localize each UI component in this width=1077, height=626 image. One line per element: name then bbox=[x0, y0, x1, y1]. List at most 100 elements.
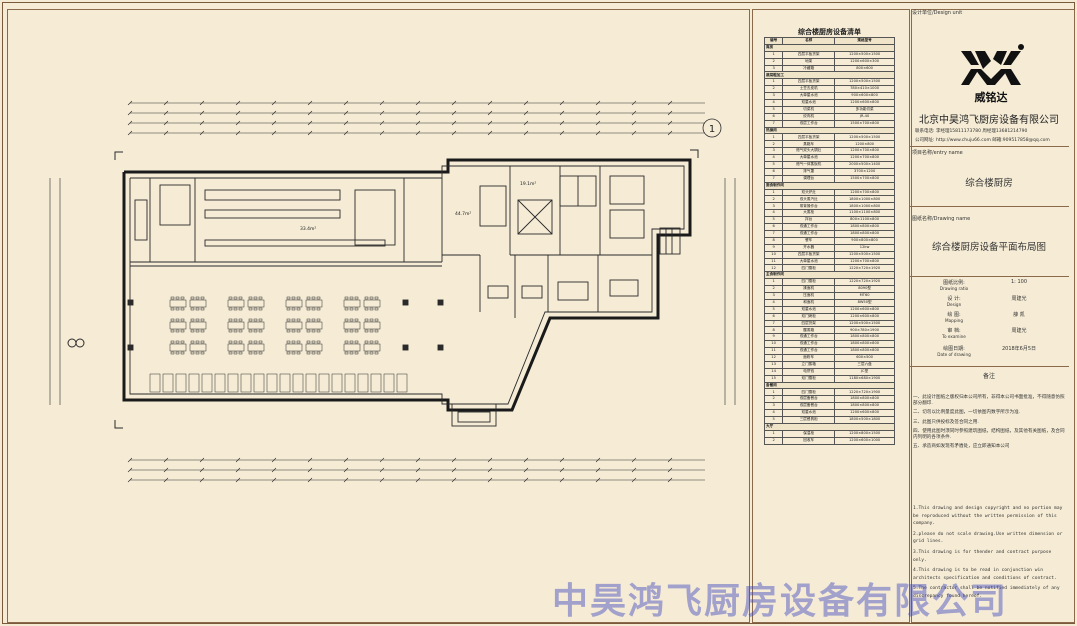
spec-cell: 1200×700×800 bbox=[834, 257, 895, 266]
column-header-number: 编号 bbox=[763, 37, 784, 45]
spec-cell: 1800×800×800 bbox=[834, 340, 895, 349]
dining-table bbox=[285, 299, 303, 308]
note-cn: 二、切勿以比例量度此图，一切依图内数字所示为准. bbox=[913, 410, 1021, 416]
drawing-date: 2018年6月5日 bbox=[1001, 346, 1037, 352]
drafter-name: 薛 凯 bbox=[1013, 312, 1025, 318]
name-cell: 立门蒸箱 bbox=[782, 360, 836, 369]
name-cell: 双层工作台 bbox=[782, 119, 836, 128]
number-cell: 2 bbox=[763, 285, 784, 293]
scale-value: 1: 100 bbox=[1011, 279, 1027, 285]
section-name: 蔬菜粗加工 bbox=[764, 71, 895, 80]
number-cell: 5 bbox=[763, 161, 784, 169]
project-name-label: 项目名称/entry name bbox=[912, 150, 963, 156]
name-cell: 四层平板货架 bbox=[782, 250, 836, 259]
name-cell: 双通工作台 bbox=[782, 347, 836, 355]
section-name: 大厅 bbox=[764, 422, 895, 431]
spec-cell: 1220×720×1900 bbox=[834, 388, 895, 397]
dining-booth bbox=[175, 373, 187, 393]
name-cell: 醒蒸箱 bbox=[782, 326, 836, 335]
dining-booth bbox=[266, 373, 278, 393]
number-cell: 8 bbox=[763, 236, 784, 245]
spec-cell: 1200×600×800 bbox=[834, 99, 895, 107]
number-cell: 14 bbox=[763, 367, 784, 376]
name-cell: 四层平板货架 bbox=[782, 133, 836, 142]
table-section-row: 备餐间 bbox=[764, 381, 895, 390]
number-cell: 4 bbox=[763, 99, 784, 107]
number-cell: 5 bbox=[763, 105, 784, 114]
dining-table bbox=[169, 321, 187, 330]
number-cell: 3 bbox=[763, 147, 784, 156]
name-cell: 冷藏箱 bbox=[782, 64, 836, 73]
spec-cell: 1200×500×1500 bbox=[834, 319, 895, 328]
spec-cell: 8W50型 bbox=[834, 298, 895, 307]
name-cell: 大单星水池 bbox=[782, 92, 836, 101]
name-cell: 双门雪柜 bbox=[782, 374, 836, 383]
spec-cell: 1200×500×1500 bbox=[834, 78, 895, 87]
number-cell: 1 bbox=[763, 278, 784, 287]
dining-table bbox=[343, 299, 361, 308]
name-cell: 大单星水池 bbox=[782, 154, 836, 163]
dining-table bbox=[363, 343, 381, 352]
number-cell: 15 bbox=[763, 374, 784, 383]
name-cell: 双通工作台 bbox=[782, 223, 836, 231]
dining-table bbox=[363, 321, 381, 330]
name-cell: 电饼铛 bbox=[782, 367, 836, 376]
number-cell: 10 bbox=[763, 340, 784, 349]
equipment-list-frame bbox=[752, 9, 910, 623]
spec-cell: 1800×1000×800 bbox=[834, 202, 895, 211]
spec-cell: JR-40 bbox=[834, 112, 895, 121]
spec-cell: 1200×700×800 bbox=[834, 147, 895, 156]
drawing-name-label: 图纸名称/Drawing name bbox=[912, 216, 971, 222]
name-cell: 双通工作台 bbox=[782, 333, 836, 342]
dining-booth bbox=[188, 373, 200, 393]
note-en: 5.The contractor shall be notified immed… bbox=[913, 586, 1060, 599]
number-cell: 7 bbox=[763, 319, 784, 328]
number-cell: 1 bbox=[763, 133, 784, 142]
number-cell: 11 bbox=[763, 347, 784, 355]
dining-table bbox=[285, 343, 303, 352]
spec-cell: 三层六盘 bbox=[834, 360, 895, 369]
dining-table bbox=[305, 299, 323, 308]
number-cell: 2 bbox=[763, 436, 784, 445]
dining-booth bbox=[214, 373, 226, 393]
name-cell: 双头炉灶 bbox=[782, 188, 836, 197]
number-cell: 1 bbox=[763, 78, 784, 87]
section-name: 热操间 bbox=[764, 126, 895, 135]
spec-cell: 1100×1100×800 bbox=[834, 209, 895, 218]
name-cell: 和面机 bbox=[782, 298, 836, 307]
spec-cell: 1220×720×1920 bbox=[834, 278, 895, 287]
company-logo: 威铭达 bbox=[961, 44, 1024, 104]
name-cell: 面粉车 bbox=[782, 353, 836, 362]
number-cell: 6 bbox=[763, 223, 784, 231]
spec-cell: 12kw bbox=[834, 243, 895, 252]
spec-cell: 多功能切菜 bbox=[834, 105, 895, 114]
spec-cell: 1220×720×1920 bbox=[834, 264, 895, 273]
name-cell: 四层货架 bbox=[782, 319, 836, 328]
number-cell: 6 bbox=[763, 112, 784, 121]
number-cell: 13 bbox=[763, 360, 784, 369]
spec-cell: 1800×800×800 bbox=[834, 402, 895, 411]
number-cell: 9 bbox=[763, 333, 784, 342]
logo-text: 威铭达 bbox=[975, 90, 1008, 104]
dining-booth bbox=[253, 373, 265, 393]
spec-cell: 1800×800×800 bbox=[834, 347, 895, 355]
room-area-label: 19.1m² bbox=[520, 181, 536, 187]
number-cell: 7 bbox=[763, 229, 784, 238]
floor-plan[interactable]: 1 bbox=[8, 10, 744, 614]
